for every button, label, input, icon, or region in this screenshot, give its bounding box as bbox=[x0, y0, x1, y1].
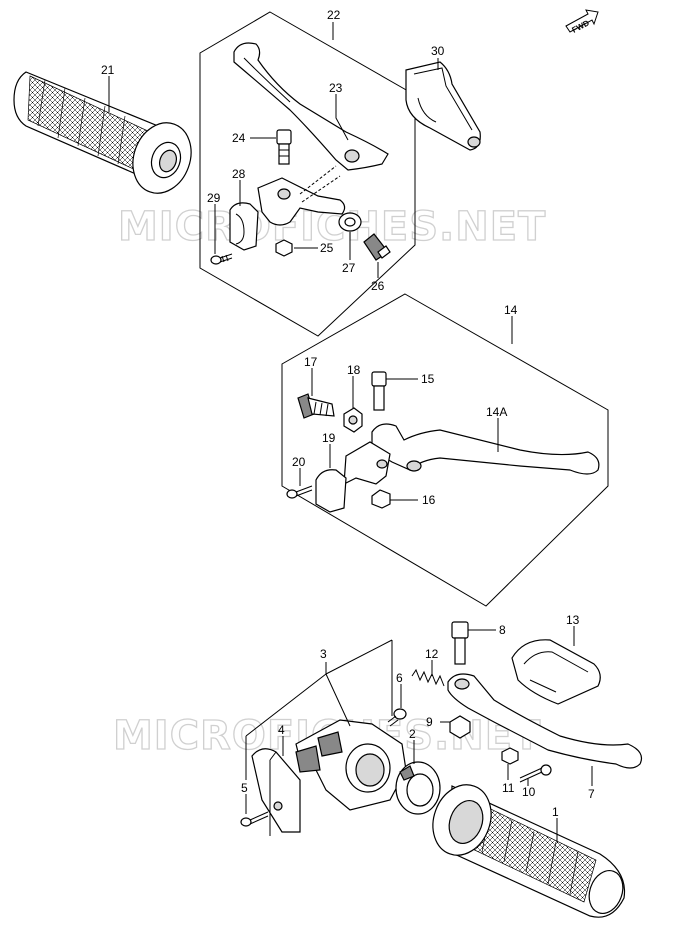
lever-cover-30 bbox=[405, 61, 481, 151]
clutch-lever-22 bbox=[233, 42, 389, 171]
fwd-arrow-icon: FWD bbox=[565, 9, 599, 35]
label-18: 18 bbox=[347, 363, 361, 377]
bolt-15 bbox=[371, 371, 387, 411]
label-6: 6 bbox=[396, 671, 403, 685]
left-grip bbox=[13, 71, 192, 194]
label-20: 20 bbox=[292, 455, 306, 469]
label-13: 13 bbox=[566, 613, 580, 627]
switch-housing-3 bbox=[295, 719, 407, 811]
front-brake-lever-14a bbox=[371, 423, 600, 475]
washer-27 bbox=[338, 212, 362, 232]
label-15: 15 bbox=[421, 372, 435, 386]
screw-6 bbox=[387, 708, 407, 727]
label-30: 30 bbox=[431, 44, 445, 58]
adjuster-26 bbox=[363, 233, 391, 261]
label-7: 7 bbox=[588, 787, 595, 801]
adjuster-17 bbox=[297, 393, 335, 419]
rear-lever-7 bbox=[447, 673, 643, 769]
part-labels: 22 21 30 23 24 28 29 25 27 26 14 17 18 1… bbox=[101, 8, 595, 819]
label-8: 8 bbox=[499, 623, 506, 637]
label-27: 27 bbox=[342, 261, 356, 275]
nut-16 bbox=[371, 489, 391, 509]
label-14: 14 bbox=[504, 303, 518, 317]
label-14a: 14A bbox=[486, 405, 507, 419]
label-17: 17 bbox=[304, 355, 318, 369]
right-grip bbox=[432, 784, 626, 918]
spring-12 bbox=[411, 668, 445, 687]
label-28: 28 bbox=[232, 167, 246, 181]
label-9: 9 bbox=[426, 715, 433, 729]
label-19: 19 bbox=[322, 431, 336, 445]
lever-cover-13 bbox=[511, 639, 601, 705]
bolt-8 bbox=[451, 621, 469, 665]
label-16: 16 bbox=[422, 493, 436, 507]
throttle-collar-2 bbox=[395, 761, 441, 815]
label-22: 22 bbox=[327, 8, 341, 22]
label-24: 24 bbox=[232, 131, 246, 145]
label-23: 23 bbox=[329, 81, 343, 95]
bolt-24 bbox=[276, 129, 292, 165]
lever-holder-23 bbox=[257, 165, 346, 226]
screw-20 bbox=[286, 485, 313, 499]
label-1: 1 bbox=[552, 805, 559, 819]
plate-4 bbox=[251, 748, 301, 833]
label-26: 26 bbox=[371, 279, 385, 293]
nut-9 bbox=[449, 715, 471, 739]
leader-lines bbox=[108, 22, 593, 842]
label-4: 4 bbox=[278, 723, 285, 737]
lever-holder-19 bbox=[315, 441, 391, 513]
nut-11 bbox=[501, 747, 519, 765]
label-11: 11 bbox=[502, 781, 515, 795]
label-2: 2 bbox=[409, 727, 416, 741]
group-box-14 bbox=[281, 293, 609, 607]
label-3: 3 bbox=[320, 647, 327, 661]
label-10: 10 bbox=[522, 785, 536, 799]
nut-25 bbox=[275, 239, 293, 257]
clamp-28 bbox=[229, 202, 259, 251]
label-29: 29 bbox=[207, 191, 221, 205]
label-5: 5 bbox=[241, 781, 248, 795]
screw-5 bbox=[240, 811, 269, 827]
screw-29 bbox=[210, 253, 233, 265]
label-12: 12 bbox=[425, 647, 439, 661]
label-25: 25 bbox=[320, 241, 334, 255]
label-21: 21 bbox=[101, 63, 115, 77]
lock-nut-18 bbox=[343, 407, 363, 433]
screw-10 bbox=[519, 764, 552, 783]
